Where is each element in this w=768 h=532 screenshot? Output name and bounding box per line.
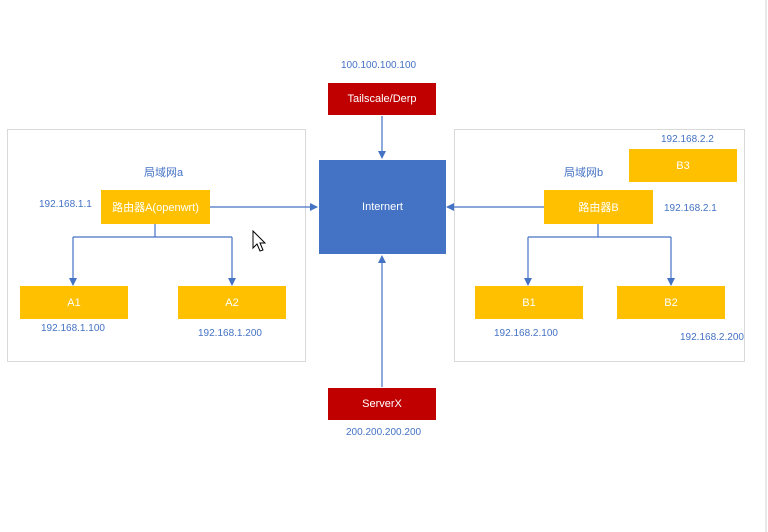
router-a-node-label: 路由器A(openwrt)	[112, 202, 199, 214]
lan-b-title: 局域网b	[564, 167, 604, 179]
right-edge-divider	[765, 0, 767, 532]
host-b1-label: B1	[522, 296, 536, 309]
serverx-node-label: ServerX	[362, 398, 402, 410]
internet-node-label: Internert	[362, 201, 403, 213]
internet-node: Internert	[319, 160, 446, 254]
router-a-ip-label: 192.168.1.1	[39, 199, 92, 210]
host-a2-node: A2	[178, 286, 286, 319]
router-a-node: 路由器A(openwrt)	[101, 190, 210, 224]
host-a1-node: A1	[20, 286, 128, 319]
derp-ip-label: 100.100.100.100	[341, 60, 417, 71]
derp-node-label: Tailscale/Derp	[347, 93, 417, 105]
mouse-pointer-icon	[252, 230, 267, 252]
host-b2-ip-label: 192.168.2.200	[680, 332, 744, 343]
host-b2-label: B2	[664, 296, 678, 309]
serverx-ip-label: 200.200.200.200	[346, 427, 422, 438]
derp-node: Tailscale/Derp	[328, 83, 436, 115]
router-b-node-label: 路由器B	[578, 202, 619, 214]
host-a1-ip-label: 192.168.1.100	[41, 323, 105, 334]
lan-a-title: 局域网a	[144, 167, 184, 179]
host-b2-node: B2	[617, 286, 725, 319]
host-b1-node: B1	[475, 286, 583, 319]
router-b-node: 路由器B	[544, 190, 653, 224]
host-a2-label: A2	[225, 296, 239, 309]
host-b3-ip-label: 192.168.2.2	[661, 134, 714, 145]
serverx-node: ServerX	[328, 388, 436, 420]
host-a2-ip-label: 192.168.1.200	[198, 328, 262, 339]
host-b3-node: B3	[629, 149, 737, 182]
host-b1-ip-label: 192.168.2.100	[494, 328, 558, 339]
router-b-ip-label: 192.168.2.1	[664, 203, 717, 214]
host-b3-label: B3	[676, 159, 690, 172]
host-a1-label: A1	[67, 296, 81, 309]
